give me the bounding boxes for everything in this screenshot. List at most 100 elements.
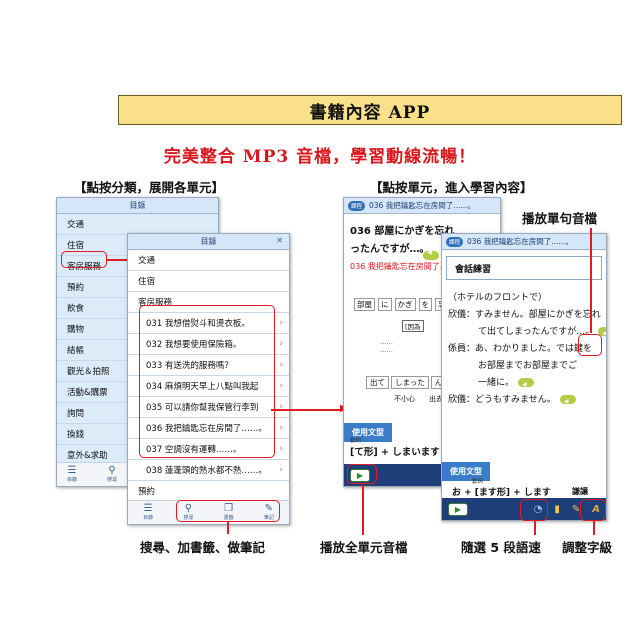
callout-play-sentence: 播放單句音檔 bbox=[522, 211, 598, 226]
toc-front-header: 目錄✕ bbox=[128, 234, 289, 250]
bookmark-icon[interactable]: ▮ bbox=[554, 503, 560, 515]
gloss: 不小心 bbox=[394, 395, 415, 403]
unit-label: 035 可以請你幫我保管行李到 bbox=[146, 403, 259, 413]
book-icon: ❐ bbox=[224, 503, 234, 514]
unit-label: 036 我把鑰匙忘在房間了……。 bbox=[146, 424, 267, 434]
context-text: （ホテルのフロントで） bbox=[448, 293, 548, 303]
unit-label: 032 我想要使用保險箱。 bbox=[146, 340, 242, 350]
category-label: 客房服務 bbox=[138, 298, 173, 308]
ruby-text: 動詞 bbox=[350, 438, 362, 444]
chevron-right-icon: › bbox=[279, 402, 283, 412]
connector-line bbox=[590, 228, 592, 333]
play-all-button[interactable]: ▶ bbox=[448, 502, 468, 516]
subtitle: 完美整合 MP3 音檔，學習動線流暢！ bbox=[163, 147, 477, 167]
category-label: 預約 bbox=[67, 283, 85, 293]
word-chip[interactable]: を bbox=[418, 298, 432, 311]
note-icon: ✎ bbox=[264, 503, 274, 514]
connector-line bbox=[534, 521, 536, 535]
conversation-line: 欣儀：どうもすみません。 bbox=[448, 392, 606, 410]
word-chip[interactable]: かぎ bbox=[394, 298, 416, 311]
grammar-label: 使用文型 bbox=[344, 423, 392, 442]
chevron-right-icon: › bbox=[279, 360, 283, 370]
lesson-sentence: 036 部屋にかぎを忘れ bbox=[350, 226, 455, 237]
category-label: 結帳 bbox=[67, 346, 85, 356]
category-label: 觀光＆拍照 bbox=[67, 367, 110, 377]
speaker-label: 係員： bbox=[448, 344, 476, 354]
tab-search[interactable]: ⚲搜尋 bbox=[107, 465, 118, 484]
unit-item[interactable]: 035 可以請你幫我保管行李到 › bbox=[128, 397, 289, 418]
ruby-text: 動詞 bbox=[472, 479, 484, 485]
tab-search[interactable]: ⚲搜尋 bbox=[183, 503, 194, 522]
connector-line bbox=[227, 522, 229, 534]
unit-item[interactable]: 038 蓮蓬頭的熱水都不熱……。› bbox=[128, 460, 289, 481]
category-item[interactable]: 交通 bbox=[128, 250, 289, 271]
category-label: 活動&購票 bbox=[67, 388, 108, 398]
list-icon: ☰ bbox=[143, 503, 153, 514]
word-chip[interactable]: しまった bbox=[391, 376, 429, 389]
unit-item[interactable]: 036 我把鑰匙忘在房間了……。 › bbox=[128, 418, 289, 439]
unit-label: 033 有送洗的服務嗎？ bbox=[146, 361, 233, 371]
close-icon[interactable]: ✕ bbox=[276, 236, 283, 245]
category-item[interactable]: 交通 bbox=[57, 214, 218, 235]
tab-notes[interactable]: ✎筆記 bbox=[263, 503, 274, 522]
category-label: 飲食 bbox=[67, 304, 85, 314]
lesson-sentence-cont: ったんですが…。 bbox=[350, 244, 430, 255]
section-header-right: 【點按單元，進入學習內容】 bbox=[370, 180, 533, 195]
speed-icon[interactable]: ◔ bbox=[533, 503, 543, 515]
callout-font-size: 調整字級 bbox=[562, 540, 613, 555]
category-label: 換錢 bbox=[67, 430, 85, 440]
conversation-line: 係員：あ、わかりました。では鍵を bbox=[448, 341, 606, 358]
category-item[interactable]: 客房服務 bbox=[128, 292, 289, 313]
category-label: 交通 bbox=[67, 220, 85, 230]
lesson-subtitle: 036 我把鑰匙忘在房間了......。 bbox=[350, 262, 464, 271]
unit-item[interactable]: 034 麻煩明天早上八點叫我起› bbox=[128, 376, 289, 397]
tab-toc[interactable]: ☰目錄 bbox=[67, 465, 78, 484]
list-icon: ☰ bbox=[67, 465, 77, 476]
speaker-label: 欣儀： bbox=[448, 395, 476, 405]
unit-label: 038 蓮蓬頭的熱水都不熱……。 bbox=[146, 466, 267, 476]
section-header-left: 【點按分類，展開各單元】 bbox=[74, 180, 225, 195]
play-all-button[interactable]: ▶ bbox=[350, 468, 370, 482]
search-icon: ⚲ bbox=[108, 465, 116, 476]
highlight-room-service bbox=[61, 251, 107, 268]
line-text: どうもすみません。 bbox=[475, 395, 556, 405]
chevron-right-icon: › bbox=[279, 423, 283, 433]
font-size-icon[interactable]: A bbox=[592, 503, 600, 515]
conversation-line: 一緒に。 bbox=[448, 375, 606, 393]
category-item[interactable]: 預約 bbox=[128, 481, 289, 502]
unit-label: 037 空調沒有運轉……。 bbox=[146, 445, 242, 455]
unit-label: 031 我想借熨斗和燙衣板。 bbox=[146, 319, 250, 329]
tab-toc[interactable]: ☰目錄 bbox=[143, 503, 154, 522]
category-label: 住宿 bbox=[67, 241, 85, 251]
word-chip[interactable]: 部屋 bbox=[354, 298, 375, 311]
line-text: て出てしまったんですが…。 bbox=[478, 327, 595, 337]
conversation-line: て出てしまったんですが…。 bbox=[448, 324, 606, 342]
search-icon: ⚲ bbox=[184, 503, 193, 514]
play-sentence-button[interactable] bbox=[598, 325, 606, 342]
line-text: あ、わかりました。では鍵を bbox=[475, 344, 593, 354]
word-chip[interactable]: 出て bbox=[366, 376, 389, 389]
grammar-label: 使用文型 bbox=[442, 462, 490, 481]
note-icon[interactable]: ✎ bbox=[571, 503, 581, 515]
highlight-units bbox=[139, 305, 275, 458]
unit-item[interactable]: 031 我想借熨斗和燙衣板。 › bbox=[128, 313, 289, 334]
unit-item[interactable]: 032 我想要使用保險箱。› bbox=[128, 334, 289, 355]
word-chip[interactable]: に bbox=[378, 298, 392, 311]
tab-bookmark[interactable]: ❐書籤 bbox=[223, 503, 234, 522]
chevron-right-icon: › bbox=[279, 318, 283, 328]
conversation-line: お部屋までお部屋までご bbox=[448, 358, 606, 375]
play-sentence-button[interactable] bbox=[518, 376, 535, 393]
lesson-title: 036 我把鑰匙忘在房間了......。 bbox=[369, 201, 476, 210]
play-sentence-button[interactable] bbox=[559, 393, 576, 410]
unit-item[interactable]: 033 有送洗的服務嗎？ › bbox=[128, 355, 289, 376]
play-sentence-button[interactable] bbox=[423, 249, 439, 260]
category-label: 意外&求助 bbox=[67, 451, 108, 461]
connector-line bbox=[362, 485, 364, 535]
line-text: 一緒に。 bbox=[478, 378, 515, 388]
banner-title: 書籍內容 APP bbox=[118, 95, 622, 125]
unit-item[interactable]: 037 空調沒有運轉……。› bbox=[128, 439, 289, 460]
callout-play-all: 播放全單元音檔 bbox=[320, 540, 408, 555]
category-label: 交通 bbox=[138, 256, 156, 266]
category-item[interactable]: 住宿 bbox=[128, 271, 289, 292]
grammar-pattern: お + [ます形] + します bbox=[452, 488, 551, 498]
